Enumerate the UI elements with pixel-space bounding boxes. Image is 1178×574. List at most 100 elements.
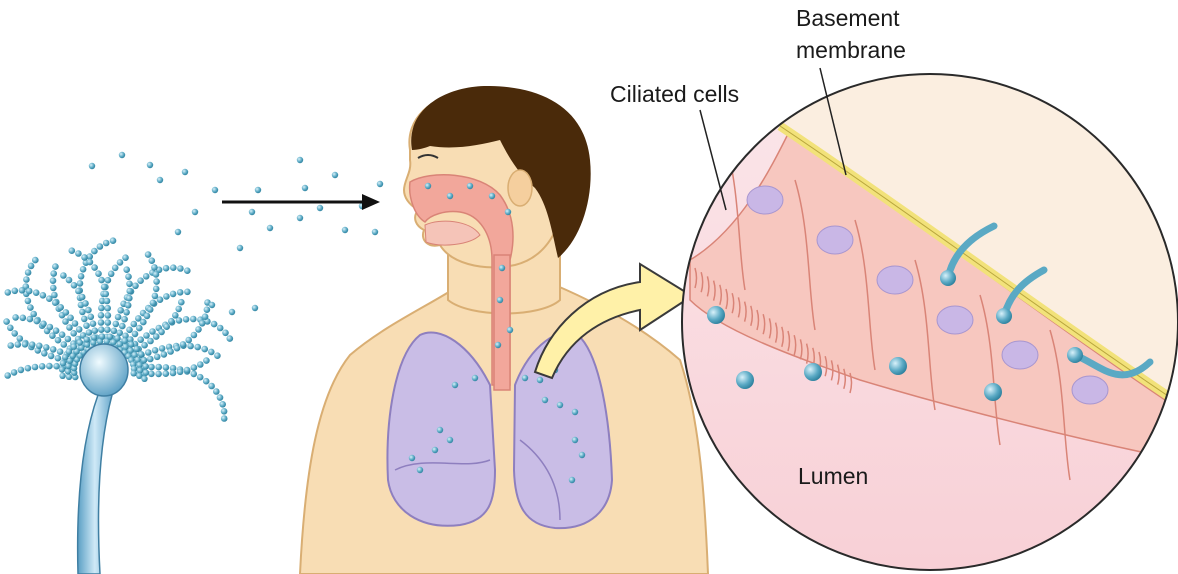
spore — [143, 332, 150, 339]
spore — [25, 365, 32, 372]
spore — [50, 270, 57, 277]
spore — [77, 339, 83, 345]
spore — [66, 324, 73, 331]
spore — [61, 341, 68, 348]
spore — [184, 367, 191, 374]
spore — [71, 344, 77, 350]
spore — [80, 266, 87, 273]
spore — [75, 288, 82, 295]
spore — [34, 318, 41, 325]
spore — [143, 369, 149, 375]
spore — [237, 245, 243, 251]
spore — [66, 374, 72, 380]
spore — [141, 357, 147, 363]
spore — [137, 367, 143, 373]
spore — [194, 344, 201, 351]
spore — [163, 293, 170, 300]
spore — [40, 292, 47, 299]
spore-chains — [3, 237, 233, 421]
spore — [144, 313, 151, 320]
spore — [505, 209, 511, 215]
spore — [132, 331, 139, 338]
spore — [122, 254, 129, 261]
spore — [409, 455, 415, 461]
spore — [889, 357, 907, 375]
nucleus — [937, 306, 973, 334]
spore — [147, 338, 154, 345]
spore — [104, 326, 111, 333]
spore — [161, 351, 168, 358]
spore — [158, 329, 165, 336]
spore — [437, 427, 443, 433]
spore — [7, 325, 14, 332]
spore — [192, 209, 198, 215]
spore — [153, 286, 160, 293]
spore — [249, 209, 255, 215]
spore — [121, 316, 128, 323]
spore — [105, 277, 112, 284]
spore — [53, 363, 60, 370]
spore — [182, 169, 188, 175]
spore — [148, 371, 155, 378]
spore — [17, 335, 24, 342]
spore — [267, 225, 273, 231]
spore — [163, 370, 170, 377]
spore — [53, 327, 60, 334]
spore — [103, 240, 110, 247]
spore — [195, 326, 202, 333]
spore — [104, 298, 111, 305]
nucleus — [1002, 341, 1038, 369]
spore — [163, 265, 170, 272]
spore — [66, 277, 73, 284]
spore — [29, 341, 36, 348]
germinating-spore — [940, 270, 956, 286]
spore — [98, 312, 105, 319]
spore — [25, 298, 32, 305]
spore — [212, 187, 218, 193]
spore — [155, 371, 162, 378]
spore — [57, 304, 64, 311]
spore — [172, 312, 179, 319]
spore — [125, 273, 132, 280]
spore — [39, 363, 46, 370]
spore — [332, 172, 338, 178]
spore — [98, 319, 105, 326]
spore — [214, 352, 221, 359]
spore — [203, 357, 210, 364]
spore — [217, 394, 224, 401]
spore — [467, 183, 473, 189]
spore — [155, 364, 162, 371]
spore — [50, 285, 57, 292]
spore — [117, 307, 124, 314]
spore — [191, 371, 198, 378]
spore — [209, 302, 215, 308]
spore — [25, 269, 32, 276]
spore — [92, 327, 99, 334]
spore — [95, 270, 102, 277]
basement-label-line2: membrane — [796, 37, 906, 63]
spore — [62, 354, 68, 360]
spore — [317, 205, 323, 211]
spore — [107, 334, 113, 340]
spore — [141, 376, 147, 382]
spore — [27, 316, 34, 323]
spore — [140, 319, 147, 326]
spore — [472, 375, 478, 381]
spore — [134, 346, 140, 352]
spore — [4, 372, 11, 379]
spore — [98, 277, 105, 284]
spore — [131, 321, 138, 328]
spore — [177, 289, 184, 296]
spore — [432, 447, 438, 453]
spore — [28, 263, 35, 270]
spore — [128, 341, 134, 347]
spore — [18, 367, 25, 374]
spore — [14, 341, 21, 348]
nucleus — [877, 266, 913, 294]
spore — [152, 347, 159, 354]
spore — [41, 350, 48, 357]
spore — [47, 324, 54, 331]
ciliated-leader — [700, 110, 726, 210]
spore — [117, 259, 124, 266]
spore — [152, 293, 159, 300]
